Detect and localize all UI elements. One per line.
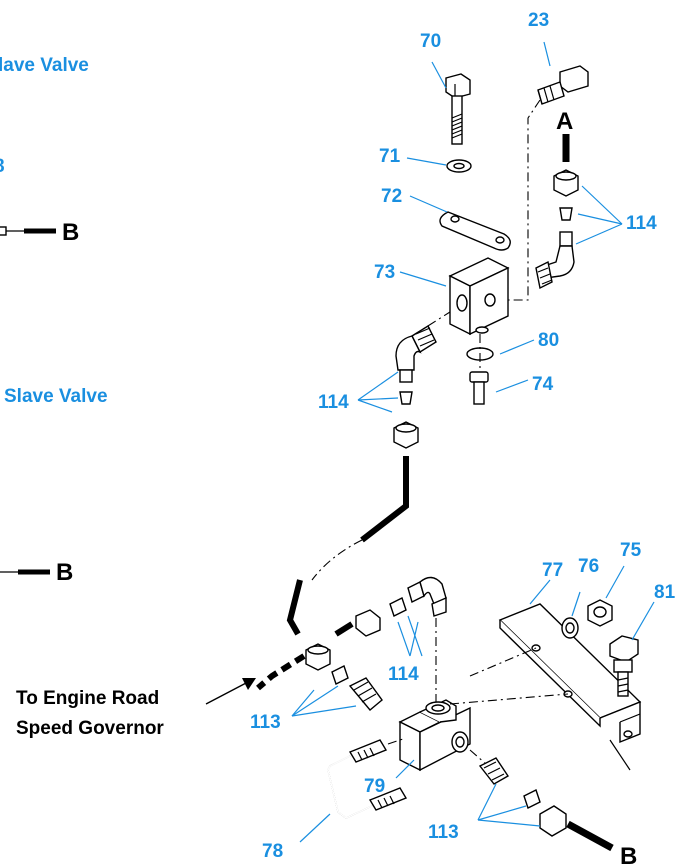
callout-75: 75 xyxy=(620,540,642,561)
leader-114-bottom-c xyxy=(409,621,419,657)
callout-113-bottom: 113 xyxy=(428,822,459,843)
strap-part-72 xyxy=(439,211,511,251)
leader-114-left-b xyxy=(357,397,399,401)
left-fitting-top xyxy=(0,226,56,236)
leader-114-top-c xyxy=(575,223,623,245)
callout-114-top: 114 xyxy=(626,213,657,234)
lockwasher-part-76 xyxy=(561,617,579,639)
sleeve-part-113-left xyxy=(331,665,349,685)
leader-113-left-a xyxy=(291,689,315,717)
leader-78 xyxy=(299,813,331,843)
nut-part-114-top xyxy=(553,169,579,197)
leader-114-left-a xyxy=(357,371,399,401)
leader-72 xyxy=(409,195,448,213)
u-tube-part-78 xyxy=(327,739,408,819)
tube-segment-upper xyxy=(360,456,409,543)
centerline-elbow-left xyxy=(411,311,451,337)
callout-73: 73 xyxy=(374,262,395,283)
leader-113-left-c xyxy=(291,705,357,717)
callout-79: 79 xyxy=(364,776,385,797)
callout-113-left: 113 xyxy=(250,712,281,733)
sleeve-part-113-lower xyxy=(523,789,541,809)
plug-part-74 xyxy=(469,371,489,405)
callout-71: 71 xyxy=(379,146,401,167)
nut-part-114-left xyxy=(393,421,419,449)
callout-77: 77 xyxy=(542,560,563,581)
sleeve-part-114-top xyxy=(559,207,573,221)
leader-114-left-c xyxy=(357,399,393,413)
leader-71 xyxy=(406,157,447,166)
union-part-lower-left xyxy=(305,643,331,671)
leader-114-bottom-b xyxy=(397,621,411,657)
centerline-78-top xyxy=(387,737,407,745)
tube-centerline xyxy=(311,539,363,581)
governor-note-line1: To Engine Road xyxy=(16,688,159,709)
letter-a: A xyxy=(556,108,573,135)
leader-76 xyxy=(571,591,581,617)
leader-73 xyxy=(399,271,447,287)
governor-note-line2: Speed Governor xyxy=(16,718,164,739)
valve-block-part-73 xyxy=(448,257,510,336)
leader-75 xyxy=(605,565,625,599)
stray-digit-label: 8 xyxy=(0,156,5,177)
bolt-part-70 xyxy=(445,73,471,145)
callout-114-bottom: 114 xyxy=(388,664,419,685)
nut-part-114-bottom-a xyxy=(355,609,381,637)
tube-segment-lower xyxy=(286,579,303,636)
slave-valve-label-mid: Slave Valve xyxy=(4,386,108,407)
adapter-part-113-lower xyxy=(478,757,509,785)
nut-part-75 xyxy=(587,599,613,627)
tube-short-mid xyxy=(334,621,354,637)
tee-part-79 xyxy=(398,699,471,772)
callout-70: 70 xyxy=(420,31,441,52)
sleeve-part-114-bottom xyxy=(389,597,407,617)
lockwasher-part-71 xyxy=(446,159,472,173)
tube-to-governor xyxy=(256,653,306,691)
callout-81: 81 xyxy=(654,582,676,603)
leader-114-top-a xyxy=(581,185,623,225)
elbow-part-114-top xyxy=(535,231,575,290)
sleeve-part-114-left xyxy=(399,391,413,405)
callout-78: 78 xyxy=(262,841,283,862)
letter-b-bottom: B xyxy=(620,843,637,866)
callout-72: 72 xyxy=(381,186,402,207)
leader-77 xyxy=(529,579,551,605)
leader-114-top-b xyxy=(577,213,623,225)
leader-81 xyxy=(631,601,655,641)
letter-b-left-top: B xyxy=(62,219,79,246)
leader-70 xyxy=(431,61,447,89)
bracket-part-77 xyxy=(498,603,642,771)
nut-part-113-lower xyxy=(539,805,567,837)
leader-113-left-b xyxy=(291,685,339,717)
leader-80 xyxy=(499,339,535,355)
slave-valve-label-top: lave Valve xyxy=(0,55,89,76)
adapter-part-113-left xyxy=(348,677,383,711)
callout-80: 80 xyxy=(538,330,559,351)
elbow-part-114-left xyxy=(395,324,437,383)
leader-113-bottom-c xyxy=(477,819,541,827)
letter-b-left-mid: B xyxy=(56,559,73,586)
governor-arrow-head xyxy=(242,678,256,690)
tube-b-bottom xyxy=(566,820,614,852)
centerline-bracket-a xyxy=(449,693,569,705)
callout-114-left: 114 xyxy=(318,392,349,413)
centerline-bracket-b xyxy=(469,647,537,677)
centerline-113-lower xyxy=(469,749,487,765)
leader-113-bottom-a xyxy=(477,783,497,821)
bolt-part-81 xyxy=(609,635,639,697)
callout-74: 74 xyxy=(532,374,554,395)
callout-23: 23 xyxy=(528,10,549,31)
leader-74 xyxy=(495,379,529,393)
leader-113-bottom-b xyxy=(477,805,527,821)
leader-23 xyxy=(543,41,551,67)
callout-76: 76 xyxy=(578,556,599,577)
fitting-part-23 xyxy=(537,65,589,105)
governor-arrow-shaft xyxy=(205,681,249,705)
leader-79 xyxy=(395,759,415,779)
elbow-part-114-bottom xyxy=(407,576,447,617)
